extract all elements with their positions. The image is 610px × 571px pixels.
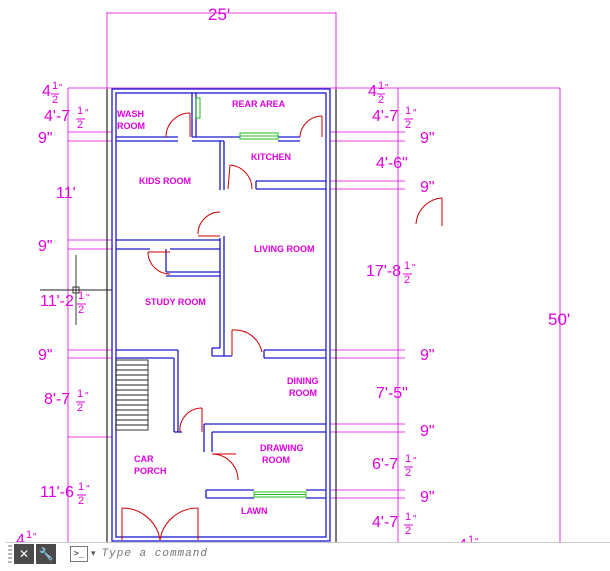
dim-right-wall-2: 9" bbox=[420, 179, 435, 196]
dim-right-living-room: 17'-8 1 2 " bbox=[366, 260, 416, 286]
svg-text:1: 1 bbox=[405, 453, 411, 465]
svg-text:1: 1 bbox=[78, 290, 84, 302]
command-prompt-icon[interactable]: >_ bbox=[70, 546, 88, 562]
command-line-bar: ✕ 🔧 >_ ▾ bbox=[6, 542, 610, 565]
svg-text:8'-7: 8'-7 bbox=[44, 391, 70, 408]
svg-text:": " bbox=[412, 263, 416, 274]
svg-text:1: 1 bbox=[52, 80, 58, 92]
room-labels: WASH ROOM REAR AREA KITCHEN KIDS ROOM LI… bbox=[117, 99, 319, 516]
dim-left-wall-3: 9" bbox=[38, 347, 53, 364]
svg-text:4: 4 bbox=[42, 83, 51, 100]
doors bbox=[121, 112, 443, 541]
plot-outline bbox=[106, 89, 337, 545]
close-icon[interactable]: ✕ bbox=[14, 544, 34, 564]
svg-text:1: 1 bbox=[77, 105, 83, 117]
room-label-living-room: LIVING ROOM bbox=[254, 244, 315, 254]
svg-text:": " bbox=[413, 514, 417, 525]
svg-text:1: 1 bbox=[378, 80, 384, 92]
dim-right-kitchen: 4'-6" bbox=[376, 155, 408, 172]
room-label-kitchen: KITCHEN bbox=[251, 152, 291, 162]
svg-text:1: 1 bbox=[468, 534, 474, 546]
dim-left-wall-1: 9" bbox=[38, 130, 53, 147]
svg-text:2: 2 bbox=[77, 119, 83, 131]
svg-text:2: 2 bbox=[378, 94, 384, 106]
svg-text:4'-7: 4'-7 bbox=[372, 514, 398, 531]
crosshair-cursor-icon bbox=[40, 255, 112, 325]
svg-text:": " bbox=[85, 391, 89, 402]
dim-right-wall-3: 9" bbox=[420, 347, 435, 364]
room-label-dining-1: DINING bbox=[287, 376, 319, 386]
command-input[interactable] bbox=[99, 547, 504, 561]
svg-text:2: 2 bbox=[52, 94, 58, 106]
dim-left-wall-2: 9" bbox=[38, 238, 53, 255]
walls bbox=[111, 88, 331, 542]
svg-text:1: 1 bbox=[26, 529, 32, 541]
room-label-study-room: STUDY ROOM bbox=[145, 297, 206, 307]
svg-text:": " bbox=[385, 83, 389, 94]
room-label-wash-1: WASH bbox=[117, 109, 144, 119]
room-label-lawn: LAWN bbox=[241, 506, 268, 516]
svg-text:4'-7: 4'-7 bbox=[44, 108, 70, 125]
dim-right-top-setback: 4 1 2 " bbox=[368, 80, 389, 106]
svg-text:1: 1 bbox=[405, 511, 411, 523]
dim-right-drawing-room: 6'-7 1 2 " bbox=[372, 453, 417, 479]
svg-text:": " bbox=[86, 484, 90, 495]
dim-right-dining-room: 7'-5" bbox=[376, 385, 408, 402]
dim-right-wall-1: 9" bbox=[420, 130, 435, 147]
svg-text:4: 4 bbox=[368, 83, 377, 100]
dim-total-length: 50' bbox=[548, 310, 570, 329]
svg-text:2: 2 bbox=[78, 495, 84, 507]
svg-text:1: 1 bbox=[404, 260, 410, 272]
room-label-dining-2: ROOM bbox=[289, 388, 317, 398]
dim-left-car-porch: 11'-6 1 2 " bbox=[40, 481, 90, 507]
dim-left-study-room: 11'-2 1 2 " bbox=[40, 290, 90, 316]
windows bbox=[195, 97, 307, 498]
svg-text:": " bbox=[59, 83, 63, 94]
svg-text:2: 2 bbox=[78, 304, 84, 316]
svg-text:11'-6: 11'-6 bbox=[40, 484, 74, 501]
dim-left-wash-room: 4'-7 1 2 " bbox=[44, 105, 89, 131]
svg-text:1: 1 bbox=[405, 105, 411, 117]
svg-text:17'-8: 17'-8 bbox=[366, 263, 401, 280]
dim-top-width: 25' bbox=[208, 5, 230, 24]
wrench-icon[interactable]: 🔧 bbox=[36, 544, 56, 564]
svg-text:2: 2 bbox=[404, 274, 410, 286]
svg-text:1: 1 bbox=[78, 481, 84, 493]
dim-left-kids-room: 11' bbox=[56, 185, 76, 202]
stair bbox=[115, 359, 149, 431]
dim-right-lawn: 4'-7 1 2 " bbox=[372, 511, 417, 537]
svg-text:2: 2 bbox=[405, 467, 411, 479]
svg-text:2: 2 bbox=[77, 402, 83, 414]
dim-right-wall-5: 9" bbox=[420, 489, 435, 506]
room-label-car-1: CAR bbox=[134, 454, 154, 464]
drag-grip-handle[interactable] bbox=[8, 545, 12, 563]
svg-text:": " bbox=[85, 108, 89, 119]
room-label-drawing-1: DRAWING bbox=[260, 443, 304, 453]
dim-left-top-setback: 4 1 2 " bbox=[42, 80, 63, 106]
dim-left-stair: 8'-7 1 2 " bbox=[44, 388, 89, 414]
chevron-down-icon[interactable]: ▾ bbox=[91, 549, 96, 559]
svg-text:": " bbox=[413, 108, 417, 119]
room-label-wash-2: ROOM bbox=[117, 121, 145, 131]
svg-text:6'-7: 6'-7 bbox=[372, 456, 398, 473]
svg-text:1: 1 bbox=[77, 388, 83, 400]
svg-text:": " bbox=[413, 456, 417, 467]
room-label-car-2: PORCH bbox=[134, 466, 167, 476]
svg-text:4: 4 bbox=[16, 532, 25, 549]
dim-right-rear-area: 4'-7 1 2 " bbox=[372, 105, 417, 131]
room-label-kids-room: KIDS ROOM bbox=[139, 176, 191, 186]
room-label-drawing-2: ROOM bbox=[262, 455, 290, 465]
svg-text:4'-7: 4'-7 bbox=[372, 108, 398, 125]
dim-right-wall-4: 9" bbox=[420, 423, 435, 440]
svg-text:": " bbox=[33, 532, 37, 543]
svg-text:": " bbox=[86, 293, 90, 304]
svg-text:2: 2 bbox=[405, 525, 411, 537]
svg-text:2: 2 bbox=[405, 119, 411, 131]
room-label-rear-area: REAR AREA bbox=[232, 99, 286, 109]
svg-text:11'-2: 11'-2 bbox=[40, 293, 74, 310]
